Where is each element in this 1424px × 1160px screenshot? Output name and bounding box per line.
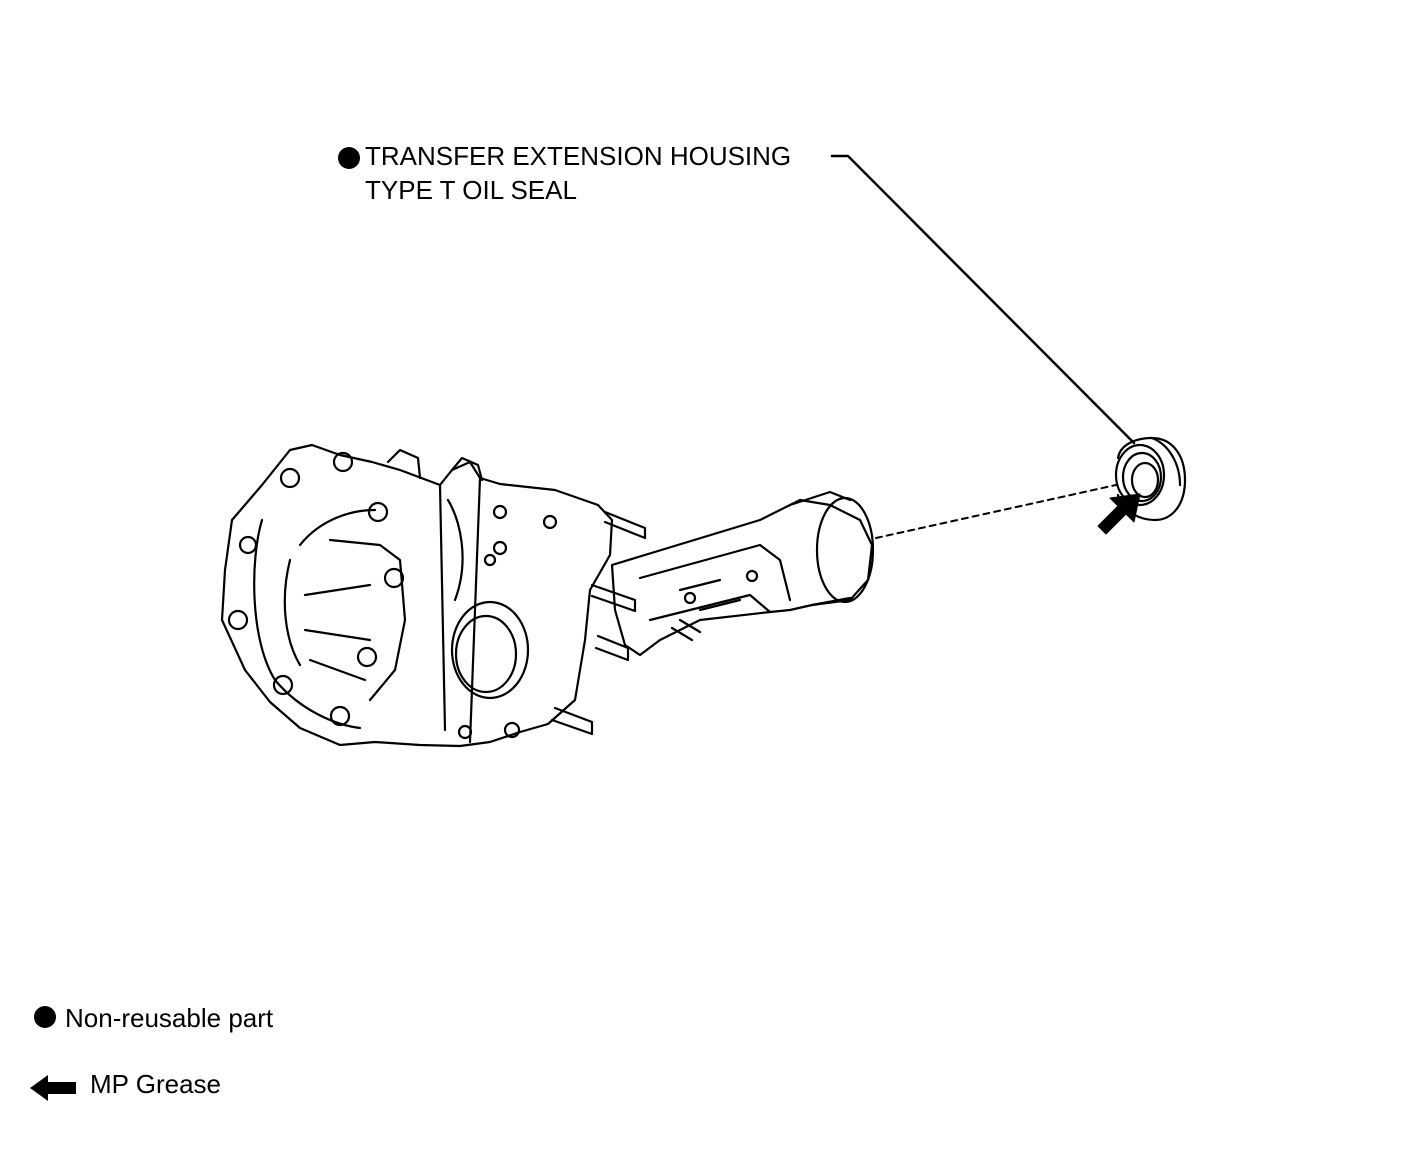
callout-leader-line [830, 154, 1136, 445]
grease-arrow-icon [1097, 493, 1141, 535]
legend-mp-grease-label: MP Grease [90, 1069, 222, 1099]
extension-housing [610, 490, 875, 657]
legend-non-reusable-label: Non-reusable part [65, 1003, 274, 1033]
oil-seal-illustration [1114, 436, 1187, 522]
legend-grease-arrow-icon [30, 1075, 76, 1101]
transfer-case-body [220, 443, 647, 748]
non-reusable-marker-icon [338, 147, 360, 169]
install-path-dashed-line [875, 484, 1117, 539]
legend-non-reusable-icon [34, 1006, 56, 1028]
part-label-line2: TYPE T OIL SEAL [365, 175, 577, 205]
part-label-line1: TRANSFER EXTENSION HOUSING [365, 141, 792, 171]
